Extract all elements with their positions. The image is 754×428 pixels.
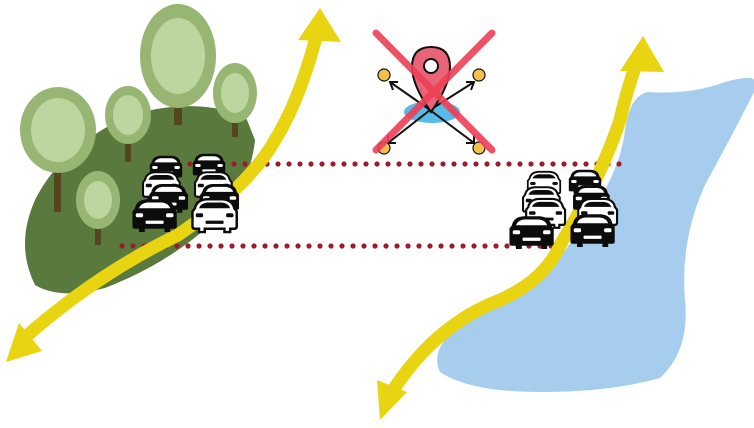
- line-dot: [451, 161, 456, 166]
- line-dot: [405, 243, 410, 248]
- line-dot: [550, 161, 555, 166]
- tree: [140, 4, 216, 125]
- line-dot: [328, 243, 333, 248]
- line-dot: [330, 161, 335, 166]
- destination-graphic: [376, 33, 492, 154]
- line-dot: [438, 243, 443, 248]
- line-dot: [275, 161, 280, 166]
- line-dot: [286, 161, 291, 166]
- line-dot: [196, 243, 201, 248]
- line-dot: [493, 243, 498, 248]
- line-dot: [517, 161, 522, 166]
- line-dot: [539, 161, 544, 166]
- line-dot: [407, 161, 412, 166]
- line-dot: [308, 161, 313, 166]
- line-dot: [242, 161, 247, 166]
- line-dot: [187, 161, 192, 166]
- line-dot: [462, 161, 467, 166]
- line-dot: [482, 243, 487, 248]
- line-dot: [361, 243, 366, 248]
- line-dot: [484, 161, 489, 166]
- line-dot: [295, 243, 300, 248]
- line-dot: [383, 243, 388, 248]
- line-dot: [504, 243, 509, 248]
- car-icon: [192, 199, 236, 232]
- arrow-head-top: [298, 8, 341, 42]
- arrow-head-top: [620, 36, 664, 72]
- line-dot: [240, 243, 245, 248]
- line-dot: [297, 161, 302, 166]
- line-dot: [471, 243, 476, 248]
- node-dot: [473, 69, 485, 81]
- car-icon: [570, 214, 614, 247]
- line-dot: [572, 161, 577, 166]
- line-dot: [218, 243, 223, 248]
- node-dot: [378, 69, 390, 81]
- car-icon: [509, 216, 553, 249]
- line-dot: [616, 161, 621, 166]
- line-dot: [262, 243, 267, 248]
- car-icon: [132, 199, 176, 232]
- line-dot: [339, 243, 344, 248]
- line-dot: [460, 243, 465, 248]
- line-dot: [174, 243, 179, 248]
- line-dot: [130, 243, 135, 248]
- line-dot: [429, 161, 434, 166]
- line-dot: [352, 161, 357, 166]
- line-dot: [251, 243, 256, 248]
- line-dot: [185, 243, 190, 248]
- line-dot: [273, 243, 278, 248]
- line-dot: [363, 161, 368, 166]
- line-dot: [284, 243, 289, 248]
- pin-hole: [424, 59, 438, 73]
- line-dot: [583, 161, 588, 166]
- line-dot: [473, 161, 478, 166]
- line-dot: [418, 161, 423, 166]
- line-dot: [506, 161, 511, 166]
- line-dot: [231, 161, 236, 166]
- line-dot: [561, 161, 566, 166]
- line-dot: [440, 161, 445, 166]
- line-dot: [317, 243, 322, 248]
- line-dot: [495, 161, 500, 166]
- line-dot: [341, 161, 346, 166]
- line-dot: [306, 243, 311, 248]
- line-dot: [372, 243, 377, 248]
- line-dot: [385, 161, 390, 166]
- line-dot: [396, 161, 401, 166]
- line-dot: [350, 243, 355, 248]
- line-dot: [416, 243, 421, 248]
- line-dot: [449, 243, 454, 248]
- line-dot: [319, 161, 324, 166]
- line-dot: [528, 161, 533, 166]
- line-dot: [207, 243, 212, 248]
- line-dot: [394, 243, 399, 248]
- line-dot: [427, 243, 432, 248]
- line-dot: [229, 243, 234, 248]
- line-dot: [374, 161, 379, 166]
- line-dot: [119, 243, 124, 248]
- bottom-dotted-line: [119, 243, 564, 248]
